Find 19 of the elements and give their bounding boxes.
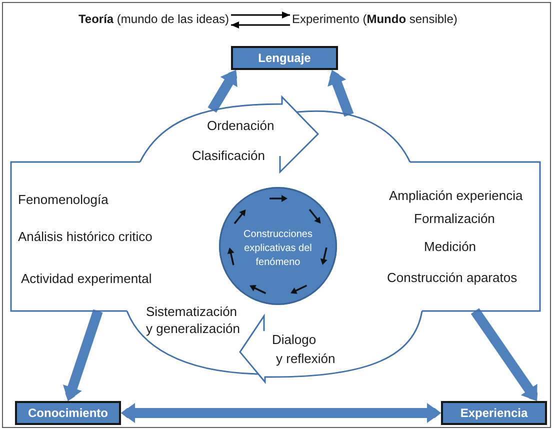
process-label: Fenomenología <box>18 192 108 208</box>
concept-box: Experiencia <box>441 401 547 425</box>
process-label: Ordenación <box>207 118 274 134</box>
process-label: Formalización <box>414 211 495 227</box>
arrow <box>231 12 290 18</box>
process-label: Clasificación <box>192 148 265 164</box>
process-label: Ampliación experiencia <box>389 188 523 204</box>
concept-box: Lenguaje <box>231 46 338 70</box>
arrow <box>231 22 290 28</box>
concept-box: Conocimiento <box>15 401 121 425</box>
concept-label: Construcciones explicativas del fenómeno <box>242 228 314 270</box>
process-label: Construcción aparatos <box>387 270 518 286</box>
process-label: Análisis histórico critico <box>18 229 152 245</box>
process-label: Actividad experimental <box>21 271 152 287</box>
process-label: Medición <box>424 239 476 255</box>
process-label: Sistematización y generalización <box>146 303 241 337</box>
heading-text: Teoría (mundo de las ideas) <box>78 10 229 28</box>
process-label: Dialogo y reflexión <box>272 331 336 368</box>
heading-text: Experimento (Mundo sensible) <box>292 10 458 28</box>
